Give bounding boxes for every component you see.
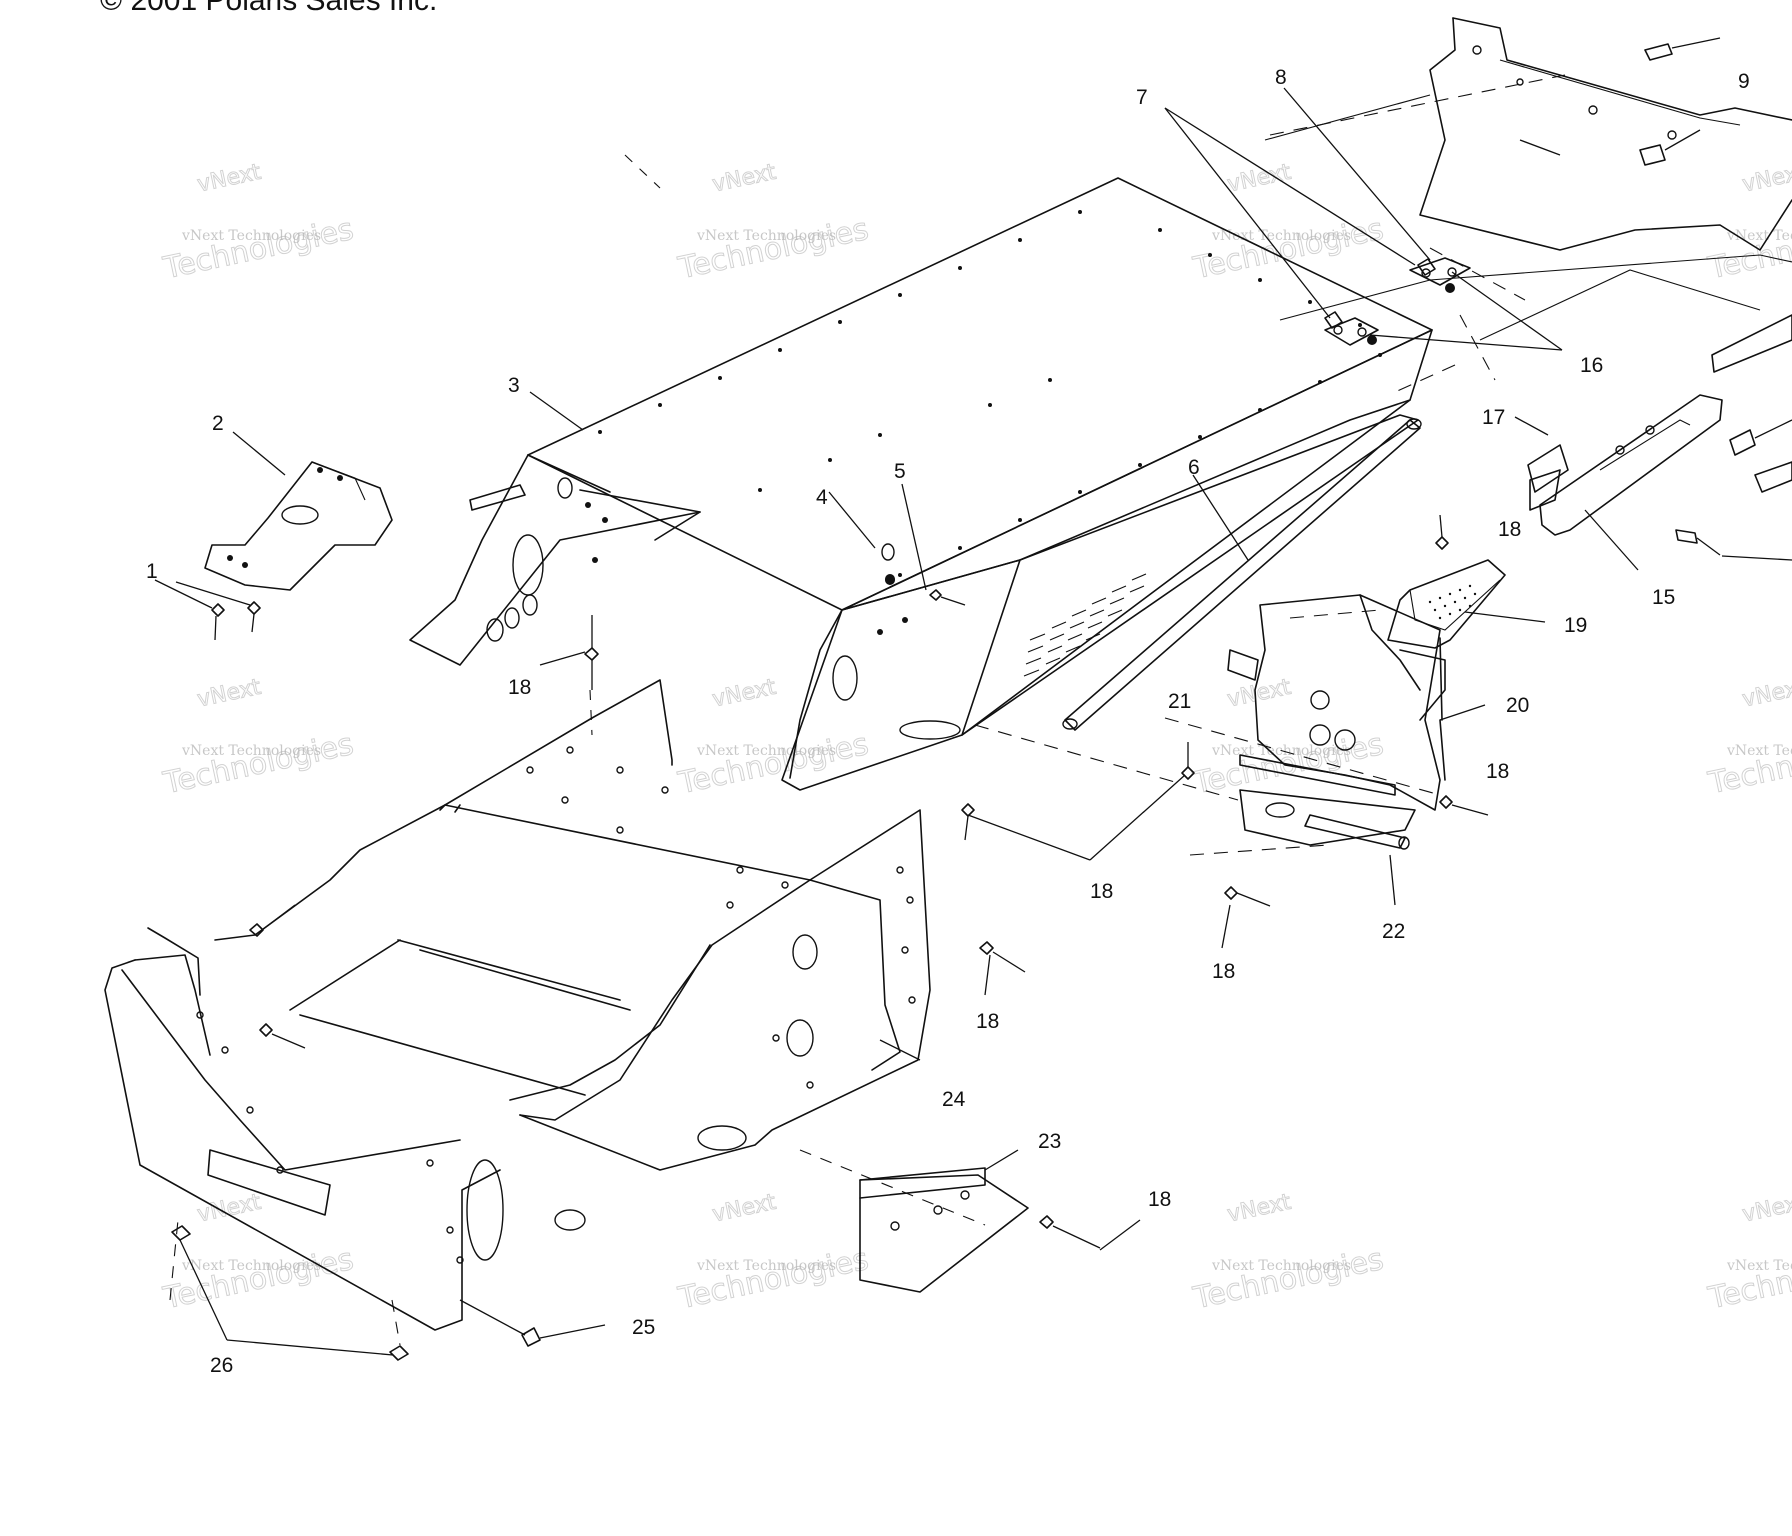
callout-22: 22 [1382,920,1405,943]
watermark: vNext vNext Technologies Technologies [674,159,872,287]
callout-4: 4 [816,486,828,509]
svg-text:vNext Technologies: vNext Technologies [1726,743,1792,759]
part-19-pad [1387,559,1506,649]
svg-text:vNext: vNext [1740,675,1792,713]
svg-text:vNext Technologies: vNext Technologies [181,743,321,759]
svg-text:vNext Technologies: vNext Technologies [696,743,836,759]
part-17-clip [1527,444,1569,493]
svg-text:vNext: vNext [1740,160,1792,198]
watermark: vNext vNext Technologies Technologies [1189,674,1387,802]
watermark: vNext vNext Technologies Technologies [159,1189,357,1317]
callout-17: 17 [1482,406,1505,429]
bulkhead-rivets [196,746,916,1264]
svg-text:Technologies: Technologies [1190,212,1387,287]
watermark: vNext vNext Technologies Technologies [1704,674,1792,802]
svg-text:vNext Technologies: vNext Technologies [696,1258,836,1274]
svg-text:Technologies: Technologies [1705,1242,1792,1317]
callout-15: 15 [1652,586,1675,609]
callout-23: 23 [1038,1130,1061,1153]
watermark: vNext vNext Technologies Technologies [1189,1189,1387,1317]
svg-text:vNext: vNext [710,675,778,713]
callout-2: 2 [212,412,224,435]
watermark: vNext vNext Technologies Technologies [674,674,872,802]
callout-26: 26 [210,1354,233,1377]
svg-text:Technologies: Technologies [1190,1242,1387,1317]
watermark: vNext vNext Technologies Technologies [1189,159,1387,287]
svg-text:vNext: vNext [1225,1190,1293,1228]
callout-24: 24 [942,1088,966,1111]
svg-text:vNext: vNext [710,1190,778,1228]
svg-text:Technologies: Technologies [160,212,357,287]
svg-text:vNext: vNext [710,160,778,198]
callout-18-g: 18 [1148,1188,1171,1211]
callout-18-c: 18 [1090,880,1113,903]
svg-text:vNext Technologies: vNext Technologies [1211,1258,1351,1274]
part-9-rear-flap [1264,17,1792,251]
tunnel-vent-holes [1023,573,1147,677]
part-2-bracket [204,461,393,591]
callout-labels: 1 2 3 4 5 6 7 8 9 15 16 17 18 19 20 21 2… [146,66,1750,1377]
part-24-bulkhead [104,679,931,1331]
callout-9: 9 [1738,70,1750,93]
svg-text:Technologies: Technologies [675,212,872,287]
svg-text:vNext Technologies: vNext Technologies [181,228,321,244]
callout-18-d: 18 [1486,760,1509,783]
svg-text:Technologies: Technologies [160,1242,357,1317]
callout-18-a: 18 [1498,518,1521,541]
watermark: vNext vNext Technologies Technologies [1704,1189,1792,1317]
callout-7: 7 [1136,86,1148,109]
callout-8: 8 [1275,66,1287,89]
part-1-fasteners [211,601,261,641]
callout-21: 21 [1168,690,1191,713]
part-20-mount-bracket [1227,594,1446,850]
watermark: vNext vNext Technologies Technologies [674,1189,872,1317]
svg-text:vNext Technologies: vNext Technologies [696,228,836,244]
callout-3: 3 [508,374,520,397]
svg-text:Technologies: Technologies [1705,212,1792,287]
svg-text:vNext: vNext [195,675,263,713]
watermark: vNext vNext Technologies Technologies [159,159,357,287]
svg-text:Technologies: Technologies [160,727,357,802]
watermark: vNext vNext Technologies Technologies [159,674,357,802]
leader-lines [154,74,1639,1356]
callout-5: 5 [894,460,906,483]
callout-18-e: 18 [1212,960,1235,983]
watermark: vNext vNext Technologies Technologies [1704,159,1792,287]
fasteners-18 [171,129,1701,1361]
svg-text:vNext: vNext [195,1190,263,1228]
watermark-group: vNext vNext Technologies Technologies vN… [159,159,1792,1317]
svg-text:Technologies: Technologies [1705,727,1792,802]
callout-16: 16 [1580,354,1603,377]
callout-25: 25 [632,1316,655,1339]
callout-20: 20 [1506,694,1529,717]
svg-text:Technologies: Technologies [675,727,872,802]
callout-6: 6 [1188,456,1200,479]
callout-1: 1 [146,560,158,583]
svg-text:vNext: vNext [195,160,263,198]
svg-text:vNext Technologies: vNext Technologies [181,1258,321,1274]
right-partial-parts [1279,254,1792,561]
callout-18-b: 18 [508,676,531,699]
part-15-slide [1529,394,1723,536]
pad-texture [1428,584,1477,620]
svg-text:vNext Technologies: vNext Technologies [1726,1258,1792,1274]
callout-19: 19 [1564,614,1587,637]
copyright-text: © 2001 Polaris Sales Inc. [100,0,437,17]
part-3-tunnel [409,177,1471,791]
svg-text:vNext: vNext [1225,160,1293,198]
part-23-bracket [859,1167,1029,1293]
svg-text:vNext: vNext [1225,675,1293,713]
callout-18-f: 18 [976,1010,999,1033]
svg-text:vNext: vNext [1740,1190,1792,1228]
svg-text:Technologies: Technologies [675,1242,872,1317]
